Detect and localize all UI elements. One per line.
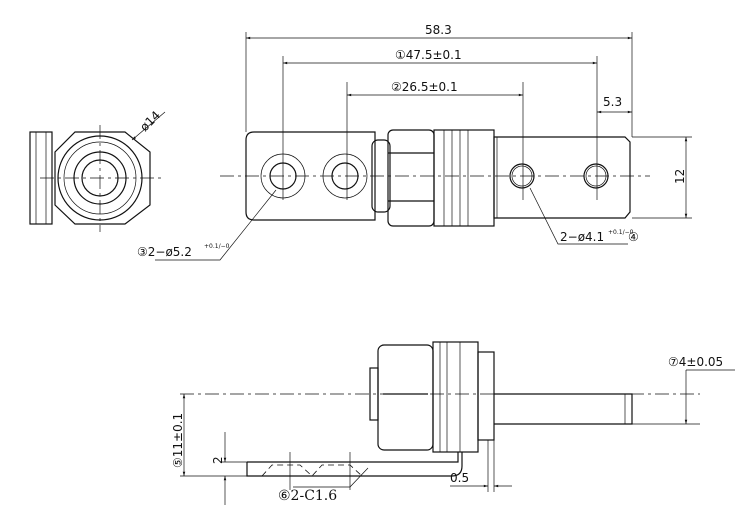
- bar-width-label: 12: [673, 169, 687, 184]
- side-view: ⑦4±0.05 ⑤11±0.1 2 ⑥2-C1.6 0.5: [171, 341, 735, 505]
- top-view: 58.3 ①47.5±0.1 ②26.5±0.1 5.3 12 ③2−ø5.2 …: [137, 23, 692, 261]
- small-holes-label: 2−ø4.1: [560, 230, 604, 244]
- large-holes-tolerance: +0.1/−0: [204, 243, 230, 250]
- large-holes-label: ③2−ø5.2: [137, 245, 192, 259]
- small-holes-tolerance: +0.1/−0: [608, 229, 634, 236]
- overall-length-label: 58.3: [425, 23, 452, 37]
- nut-diameter-label: ø14: [137, 108, 163, 134]
- shaft-thickness-label: ⑦4±0.05: [668, 355, 723, 369]
- chamfer-label: ⑥2-C1.6: [278, 488, 337, 504]
- plate-thickness-label: 2: [211, 456, 225, 464]
- end-view: ø14: [29, 108, 166, 232]
- hole-pitch-inner-label: ②26.5±0.1: [391, 80, 458, 94]
- end-offset-label: 5.3: [603, 95, 622, 109]
- height-label: ⑤11±0.1: [171, 413, 185, 468]
- small-holes-ref: ④: [628, 230, 639, 244]
- gap-label: 0.5: [450, 471, 469, 485]
- hole-pitch-outer-label: ①47.5±0.1: [395, 48, 462, 62]
